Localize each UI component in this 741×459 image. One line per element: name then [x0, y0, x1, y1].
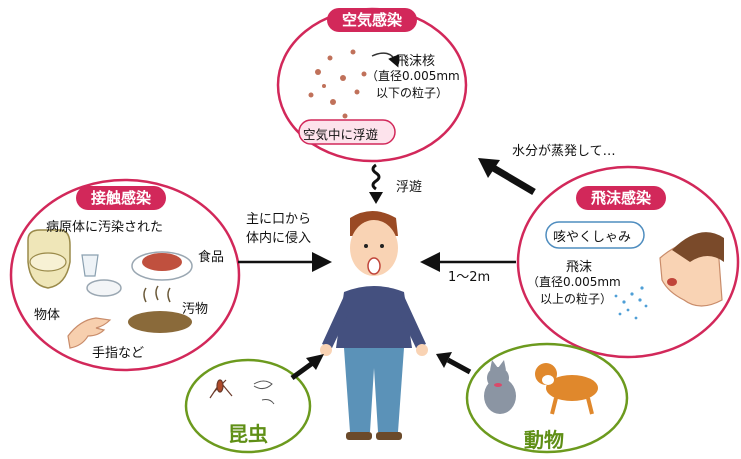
droplet-size-line1: （直径0.005mm — [527, 275, 621, 289]
sneeze-bubble-label: 咳やくしゃみ — [553, 230, 632, 245]
insects-arrow — [290, 359, 316, 381]
animals-label: 動物 — [524, 428, 564, 452]
float-wavy-arrow — [371, 163, 381, 191]
curve-arrow-icon — [371, 52, 400, 68]
spray-dots — [614, 286, 648, 320]
nucleus-size-line1: （直径0.005mm — [366, 69, 460, 83]
droplet-size-line2: 以上の粒子） — [540, 292, 613, 306]
insects-label: 昆虫 — [228, 422, 268, 446]
contact-title: 接触感染 — [76, 186, 166, 210]
person-figure — [320, 211, 428, 440]
droplet-label: 飛沫 — [566, 260, 593, 275]
filth-icon — [128, 285, 192, 333]
entry-line1: 主に口から — [246, 212, 312, 227]
sneeze-bubble — [545, 221, 645, 249]
cup-icon — [81, 254, 99, 277]
sneezing-person-icon — [659, 232, 724, 307]
filth-label: 汚物 — [182, 302, 209, 317]
animals-circle — [465, 342, 629, 454]
nucleus-label: 飛沫核 — [396, 54, 436, 69]
dog-icon — [535, 363, 598, 415]
evaporation-label: 水分が蒸発して… — [512, 144, 616, 159]
fly-trail-icon — [253, 380, 275, 405]
droplet-title: 飛沫感染 — [576, 186, 666, 210]
float-label: 浮遊 — [396, 180, 423, 195]
evaporation-arrow — [488, 162, 536, 196]
nucleus-size-line2: 以下の粒子） — [376, 86, 449, 100]
distance-label: 1～2m — [448, 270, 491, 285]
hand-icon — [67, 317, 112, 349]
cat-icon — [484, 360, 516, 414]
floating-pill-label: 空気中に浮遊 — [303, 127, 379, 142]
animals-arrow — [446, 357, 472, 375]
toilet-icon — [27, 229, 71, 289]
object-label: 物体 — [34, 308, 61, 323]
fingers-label: 手指など — [92, 346, 145, 361]
contact-caption: 病原体に汚染された — [46, 220, 164, 235]
particle-dots — [308, 49, 367, 119]
droplet-circle — [516, 165, 740, 359]
entry-line2: 体内に侵入 — [246, 231, 312, 246]
food-label: 食品 — [198, 250, 225, 265]
food-plate-icon — [131, 251, 193, 281]
airborne-title: 空気感染 — [327, 8, 417, 32]
mosquito-icon — [209, 379, 233, 399]
floating-pill — [298, 119, 396, 145]
plate-icon — [86, 279, 122, 297]
